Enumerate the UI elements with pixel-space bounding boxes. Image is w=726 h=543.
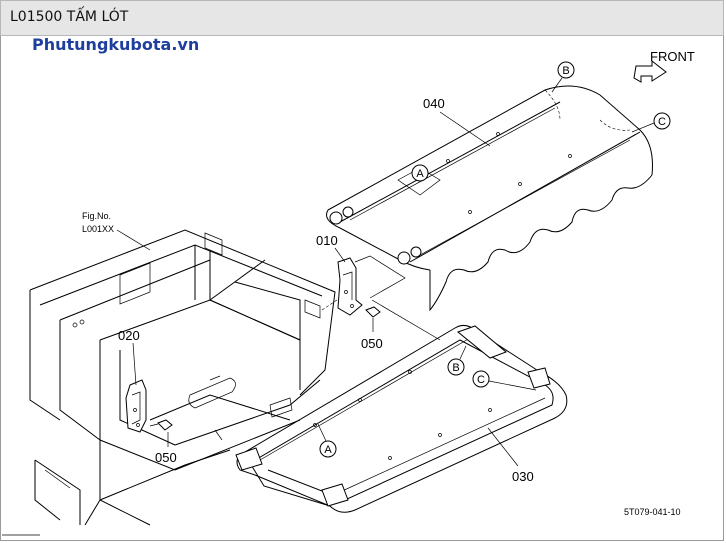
title-bar: L01500 TẤM LÓT [0, 0, 724, 36]
figure-number-label: Fig.No. [82, 211, 111, 221]
callout-020: 020 [118, 328, 140, 343]
part-020-bracket [125, 379, 147, 433]
marker-b-frame: B [447, 358, 465, 376]
leader-marker-c-frame [488, 380, 537, 391]
marker-b-frame-label: B [452, 362, 459, 374]
leader-030 [487, 427, 519, 467]
marker-c-frame: C [472, 370, 490, 388]
part-010-bracket [337, 257, 363, 316]
leader-marker-b-frame [459, 345, 467, 360]
part-050-bolt-upper [365, 306, 381, 318]
leader-040 [439, 111, 491, 147]
alignment-guide [354, 255, 406, 299]
part-050-bolt-lower [149, 419, 173, 431]
leader-010 [334, 247, 346, 263]
figure-leader-line [116, 229, 151, 251]
marker-a-cover: A [411, 164, 429, 182]
leader-020 [132, 342, 137, 386]
marker-a-frame-label: A [324, 444, 332, 456]
figure-reference: L001XX [82, 224, 114, 234]
marker-c-cover: C [653, 112, 671, 130]
watermark-text: Phutungkubota.vn [32, 35, 199, 54]
callout-040: 040 [423, 96, 445, 111]
callout-050-upper: 050 [361, 336, 383, 351]
page-title: L01500 TẤM LÓT [10, 9, 129, 25]
marker-b-cover-label: B [562, 65, 569, 77]
marker-a-frame: A [319, 440, 337, 458]
callout-030: 030 [512, 469, 534, 484]
alignment-line [321, 299, 338, 311]
marker-b-cover: B [557, 61, 575, 79]
marker-c-frame-label: C [477, 374, 485, 386]
callout-050-lower: 050 [155, 450, 177, 465]
marker-a-cover-label: A [416, 168, 424, 180]
alignment-guide-2 [371, 299, 441, 341]
frame-body [2, 229, 336, 536]
leader-marker-a [317, 423, 327, 442]
drawing-code: 5T079-041-10 [624, 507, 681, 517]
part-040-cover [326, 85, 653, 312]
leader-marker-c-cover [631, 122, 655, 133]
front-arrow-icon [633, 59, 667, 83]
front-label: FRONT [650, 49, 695, 64]
callout-010: 010 [316, 233, 338, 248]
diagram-frame [0, 36, 724, 541]
part-030-frame [235, 324, 568, 513]
marker-c-cover-label: C [658, 116, 666, 128]
leader-marker-b-cover [551, 77, 563, 93]
